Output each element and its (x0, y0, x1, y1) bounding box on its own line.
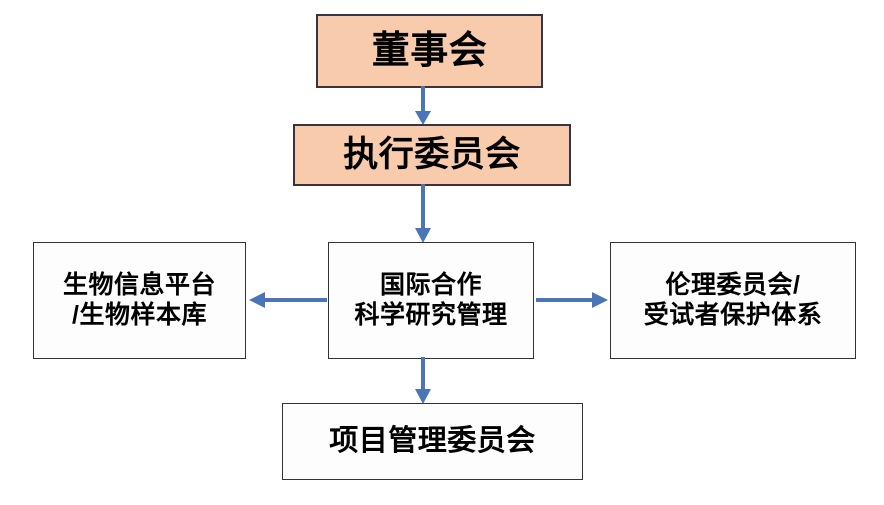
node-bioinformatics-platform-biobank[interactable]: 生物信息平台 /生物样本库 (33, 242, 246, 359)
arrow-exec-to-international (411, 184, 435, 244)
arrow-board-to-exec (411, 86, 435, 126)
node-board-of-directors[interactable]: 董事会 (316, 14, 543, 88)
node-executive-committee[interactable]: 执行委员会 (293, 124, 571, 186)
node-project-management-committee[interactable]: 项目管理委员会 (282, 403, 583, 480)
arrow-international-to-project (411, 357, 435, 405)
node-international-cooperation-research-management[interactable]: 国际合作 科学研究管理 (328, 242, 534, 359)
arrow-international-to-ethics (536, 288, 608, 312)
arrow-international-to-bioinformatics (249, 288, 327, 312)
node-ethics-committee-subject-protection[interactable]: 伦理委员会/ 受试者保护体系 (610, 242, 856, 359)
